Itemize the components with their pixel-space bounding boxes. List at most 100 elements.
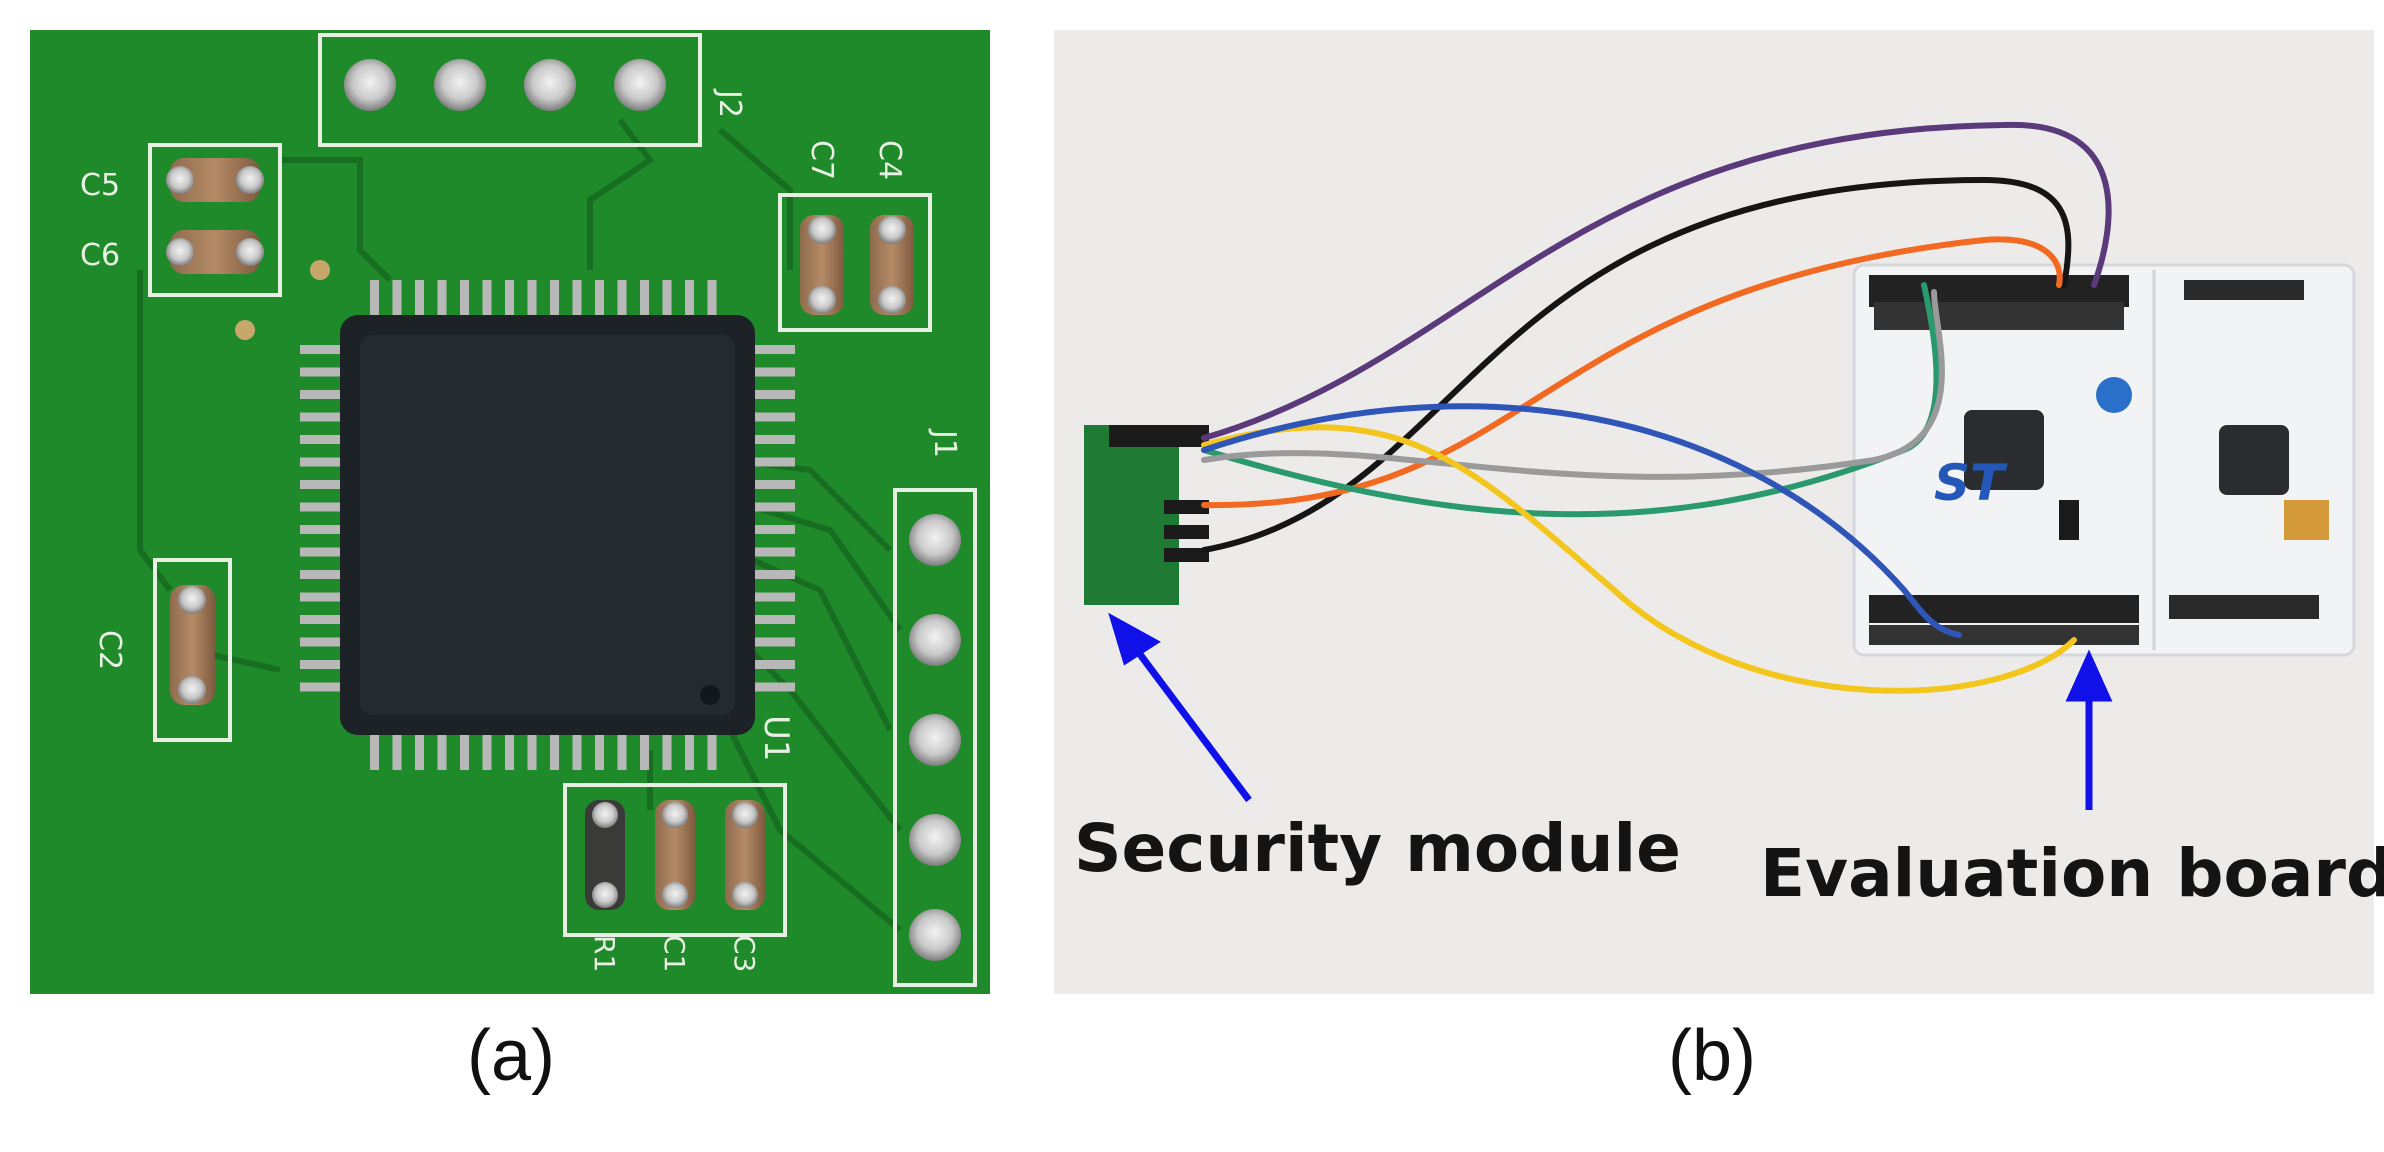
- j1-header-pins: [909, 514, 961, 961]
- pin1-marker: [700, 685, 720, 705]
- annotation-arrows: [1108, 612, 2113, 810]
- chip-pin: [300, 345, 345, 354]
- chip-pin: [460, 730, 469, 770]
- chip-pin: [300, 570, 345, 579]
- chip-pin: [300, 502, 345, 512]
- security-module-arrow-shaft: [1121, 630, 1252, 803]
- chip-pin: [572, 730, 582, 770]
- chip-pin: [415, 730, 424, 770]
- chip-pin: [685, 730, 694, 770]
- wire-green: [1201, 282, 1940, 518]
- c3-label: C3: [728, 935, 761, 972]
- chip-pin: [437, 280, 447, 320]
- wire-black: [1201, 176, 2072, 553]
- j2-outline: [318, 33, 702, 147]
- chip-pin: [370, 730, 379, 770]
- u1-pins: [300, 280, 795, 770]
- c2-label: C2: [92, 630, 127, 670]
- top-header-connector: [1869, 275, 2129, 307]
- panel-a-caption: (a): [467, 1016, 555, 1096]
- j2-header-pins: [344, 59, 666, 111]
- chip-pin: [300, 660, 345, 669]
- debugger-header: [2184, 280, 2304, 300]
- c4-label: C4: [872, 140, 907, 180]
- bottom-header-connector-2: [1869, 625, 2139, 645]
- chip-pin: [300, 480, 345, 489]
- chip-pin: [300, 525, 345, 534]
- chip-pin: [392, 730, 402, 770]
- user-button: [2096, 377, 2132, 413]
- c7-capacitor: [800, 215, 844, 315]
- chip-pin: [750, 435, 795, 444]
- chip-pin: [640, 730, 649, 770]
- c6-capacitor: [166, 230, 264, 274]
- chip-pin: [392, 280, 402, 320]
- chip-pin: [572, 280, 582, 320]
- chip-pin: [300, 412, 345, 422]
- chip-pin: [750, 570, 795, 579]
- chip-pin: [595, 280, 604, 320]
- c5-label: C5: [80, 168, 120, 203]
- c3-capacitor: [725, 800, 765, 910]
- chip-pin: [662, 280, 672, 320]
- c2-outline: [153, 558, 232, 742]
- r1-resistor: [585, 800, 625, 910]
- c1-label: C1: [658, 935, 691, 972]
- chip-pin: [550, 280, 559, 320]
- chip-pin: [617, 280, 627, 320]
- chip-pin: [300, 457, 345, 467]
- chip-pin: [750, 615, 795, 624]
- st-logo: ST: [1934, 454, 2008, 512]
- chip-pin: [750, 502, 795, 512]
- chip-pin: [750, 345, 795, 354]
- u1-chip-surface: [360, 335, 735, 715]
- mcu-chip: [1964, 410, 2044, 490]
- chip-pin: [300, 367, 345, 377]
- c6-label: C6: [80, 238, 120, 273]
- c5-capacitor: [166, 158, 264, 202]
- evaluation-board-arrow-head: [2065, 649, 2113, 702]
- evaluation-board-label: Evaluation board: [1760, 835, 2384, 912]
- wire-purple: [1201, 121, 2112, 441]
- chip-pin: [662, 730, 672, 770]
- chip-pin: [300, 637, 345, 647]
- chip-pin: [300, 390, 345, 399]
- evaluation-board: ST: [1852, 263, 2356, 657]
- chip-pin: [505, 280, 514, 320]
- c5-c6-outline: [148, 143, 282, 297]
- chip-pin: [750, 547, 795, 557]
- chip-pin: [415, 280, 424, 320]
- chip-pin: [300, 682, 345, 692]
- c2-capacitor: [170, 585, 215, 705]
- wire-blue: [1201, 403, 1962, 638]
- chip-pin: [707, 730, 717, 770]
- chip-pin: [482, 730, 492, 770]
- via-hole: [310, 260, 330, 280]
- jumper-wires: [1201, 121, 2112, 694]
- top-header-connector-2: [1874, 302, 2124, 330]
- security-module: [1084, 425, 1209, 605]
- wire-gray: [1201, 289, 1945, 480]
- chip-pin: [437, 730, 447, 770]
- c7-c4-outline: [778, 193, 932, 332]
- chip-pin: [750, 660, 795, 669]
- c1-capacitor: [655, 800, 695, 910]
- chip-pin: [750, 367, 795, 377]
- usb-connector: [2284, 500, 2329, 540]
- chip-pin: [370, 280, 379, 320]
- r1-label: R1: [588, 935, 621, 972]
- j1-outline: [893, 488, 977, 987]
- chip-pin: [300, 615, 345, 624]
- chip-pin: [750, 480, 795, 489]
- chip-pin: [750, 525, 795, 534]
- wire-yellow: [1201, 424, 2077, 694]
- wire-orange: [1201, 236, 2063, 509]
- c4-capacitor: [870, 215, 914, 315]
- panel-b-caption: (b): [1668, 1016, 1756, 1096]
- j2-label: J2: [712, 88, 747, 118]
- pcb-illustration: J2 C5 C6 C7 C4: [30, 30, 990, 994]
- module-header: [1109, 425, 1209, 447]
- chip-pin: [750, 592, 795, 602]
- chip-pin: [595, 730, 604, 770]
- reset-component: [2059, 500, 2079, 540]
